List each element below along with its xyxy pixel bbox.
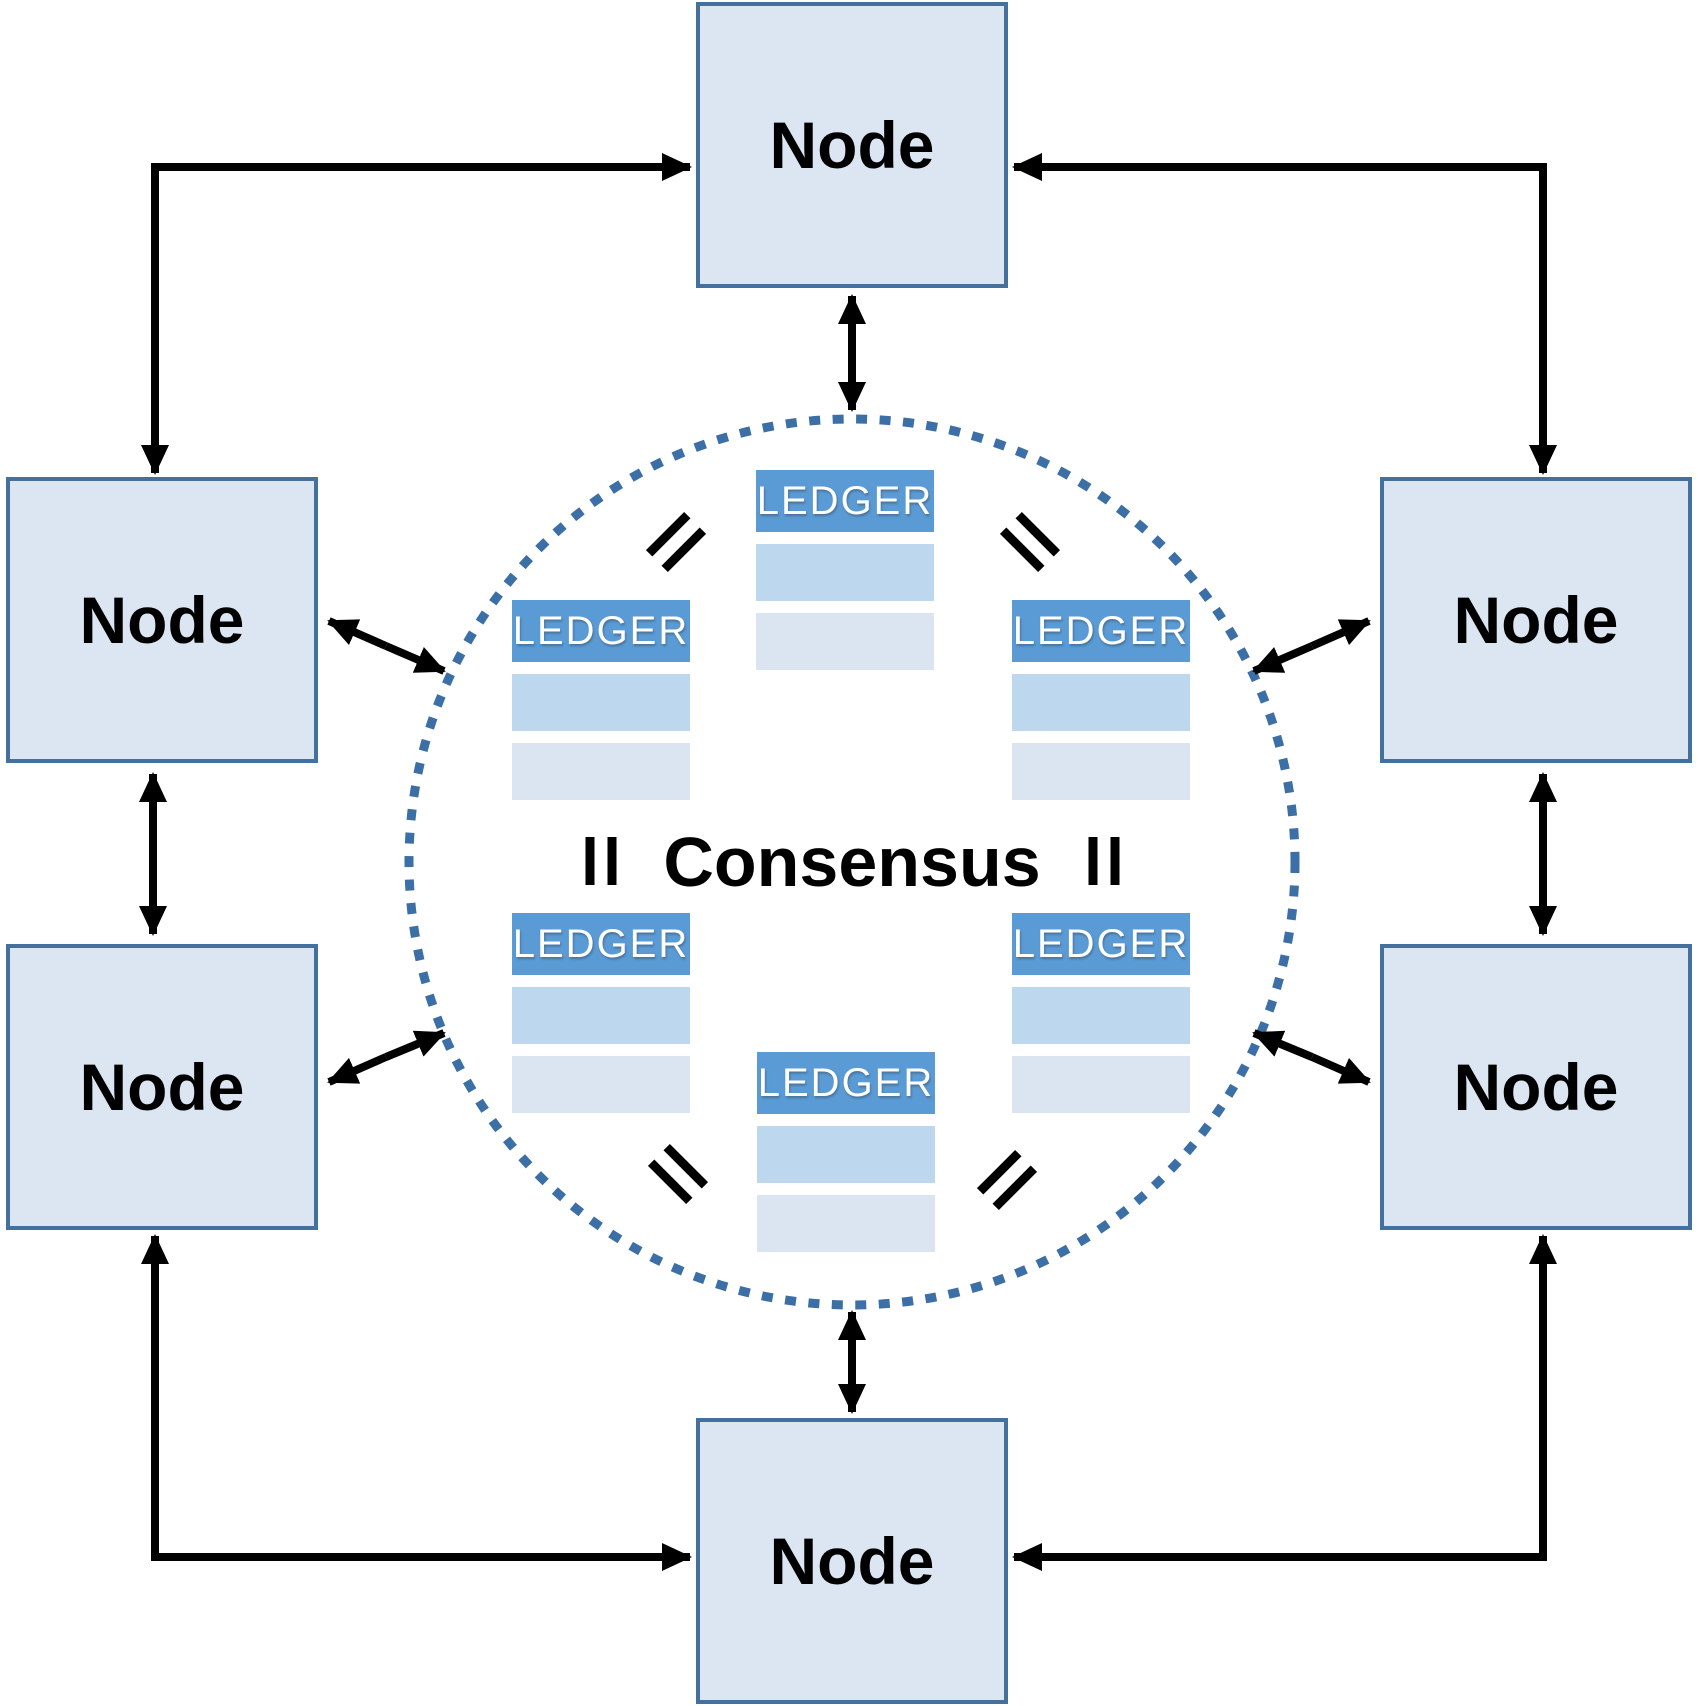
ledger-row — [512, 1056, 690, 1113]
node-box-bottom: Node — [696, 1418, 1008, 1704]
ledger-header: LEDGER — [1012, 913, 1190, 975]
ledger-table-top: LEDGER — [756, 470, 934, 670]
ledger-row — [757, 1195, 935, 1252]
ledger-row — [1012, 1056, 1190, 1113]
arrow-upper-right-node-to-circle-in — [1252, 642, 1314, 675]
arrow-upper-right-node-to-circle-out — [1310, 617, 1371, 650]
arrow-lower-right-node-to-circle-in — [1252, 1029, 1314, 1061]
node-label: Node — [1453, 583, 1619, 657]
node-label: Node — [79, 1050, 245, 1124]
ledger-row — [756, 544, 934, 601]
consensus-label: Consensus — [663, 823, 1041, 901]
ledger-row — [512, 743, 690, 800]
equals-sign-left — [585, 837, 617, 885]
ledger-row — [1012, 674, 1190, 731]
node-box-upper-left: Node — [6, 477, 318, 763]
ledger-table-lower-left: LEDGER — [512, 913, 690, 1113]
arrow-lower-left-node-to-circle-in — [384, 1029, 446, 1061]
ledger-header: LEDGER — [512, 913, 690, 975]
ledger-table-lower-right: LEDGER — [1012, 913, 1190, 1113]
ledger-header: LEDGER — [512, 600, 690, 662]
ledger-header: LEDGER — [1012, 600, 1190, 662]
ledger-header: LEDGER — [756, 470, 934, 532]
arrow-lower-left-node-to-circle-out — [327, 1053, 388, 1086]
equals-sign-lower-right — [976, 1149, 1038, 1211]
ledger-row — [512, 987, 690, 1044]
arrow-lower-right-node-to-circle-out — [1310, 1053, 1371, 1086]
equals-sign-upper-left — [645, 511, 707, 573]
ledger-row — [512, 674, 690, 731]
node-box-upper-right: Node — [1380, 477, 1692, 763]
ledger-table-mid-left: LEDGER — [512, 600, 690, 800]
equals-sign-upper-right — [999, 511, 1061, 573]
node-label: Node — [1453, 1050, 1619, 1124]
node-box-top: Node — [696, 2, 1008, 288]
node-label: Node — [79, 583, 245, 657]
ledger-table-mid-right: LEDGER — [1012, 600, 1190, 800]
ledger-row — [1012, 987, 1190, 1044]
arrow-upper-left-node-to-circle-in — [384, 642, 446, 675]
node-box-lower-right: Node — [1380, 944, 1692, 1230]
ledger-header: LEDGER — [757, 1052, 935, 1114]
arrow-upper-left-node-to-circle-out — [327, 617, 388, 650]
node-label: Node — [769, 1524, 935, 1598]
ledger-row — [756, 613, 934, 670]
node-box-lower-left: Node — [6, 944, 318, 1230]
ledger-row — [1012, 743, 1190, 800]
equals-sign-right — [1088, 837, 1120, 885]
equals-sign-lower-left — [647, 1143, 709, 1205]
ledger-table-bottom: LEDGER — [757, 1052, 935, 1252]
node-label: Node — [769, 108, 935, 182]
ledger-row — [757, 1126, 935, 1183]
consensus-boundary-circle — [404, 414, 1300, 1310]
